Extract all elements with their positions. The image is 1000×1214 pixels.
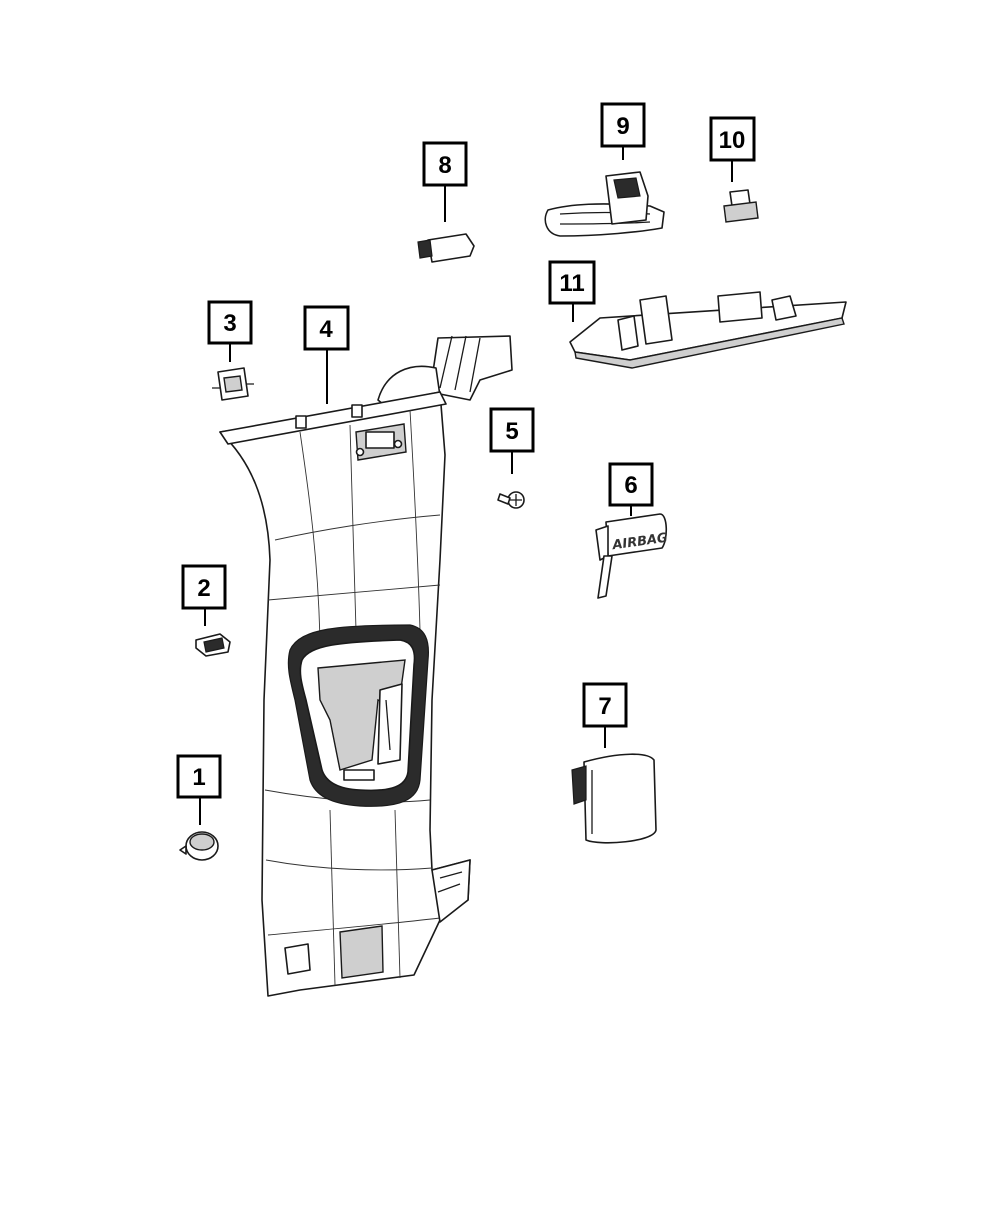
callout-6: 6 — [608, 462, 654, 516]
callout-1: 1 — [176, 754, 222, 825]
callout-2: 2 — [181, 564, 227, 626]
callout-8: 8 — [422, 141, 468, 222]
callout-label-5: 5 — [505, 418, 518, 445]
height-adjuster — [544, 171, 665, 237]
callout-5: 5 — [489, 407, 535, 474]
b-pillar-trim-panel — [219, 335, 513, 997]
callout-label-10: 10 — [719, 127, 746, 154]
trim-clip — [723, 189, 759, 223]
callout-label-6: 6 — [624, 472, 637, 499]
callout-4: 4 — [303, 305, 350, 404]
callout-label-3: 3 — [223, 310, 236, 337]
callout-label-11: 11 — [559, 270, 584, 297]
nut-clip — [212, 367, 254, 401]
screw-fastener — [497, 491, 525, 509]
airbag-badge: AIRBAG — [595, 513, 669, 599]
retainer-clip — [195, 633, 231, 657]
callout-label-4: 4 — [319, 316, 333, 343]
callout-label-7: 7 — [598, 693, 611, 720]
callout-label-1: 1 — [192, 764, 205, 791]
callout-label-8: 8 — [438, 152, 451, 179]
callout-7: 7 — [582, 682, 628, 748]
cover-cap — [571, 753, 657, 844]
callout-label-2: 2 — [197, 575, 210, 602]
callout-9: 9 — [600, 102, 646, 160]
sill-trim-panel — [569, 291, 847, 369]
callout-label-9: 9 — [616, 113, 629, 140]
push-pin-fastener — [179, 831, 219, 861]
connector-clip — [417, 233, 475, 263]
callout-3: 3 — [207, 300, 253, 362]
callout-10: 10 — [709, 116, 756, 182]
callout-11: 11 — [548, 260, 596, 322]
